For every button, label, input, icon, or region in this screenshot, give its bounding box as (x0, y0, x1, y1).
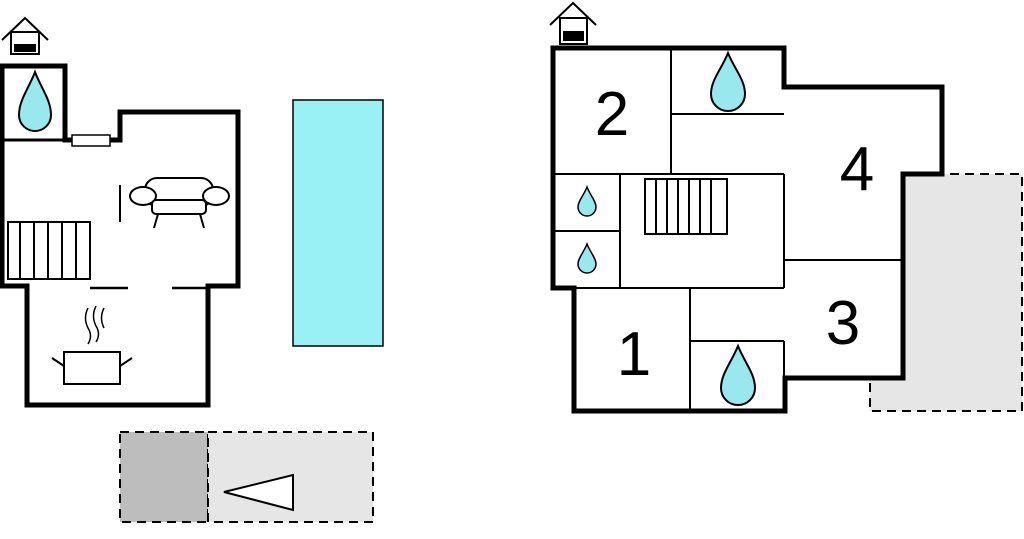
room-label-1: 1 (617, 320, 651, 389)
upper-floor: 2 4 3 1 (549, 1, 1023, 414)
ground-floor (0, 16, 384, 523)
window (71, 134, 111, 147)
house-entrance-icon (1, 16, 49, 55)
water-drop-icon (719, 343, 757, 406)
stairs-icon (644, 178, 728, 235)
parking-area (119, 431, 374, 523)
cooking-pot-icon (51, 305, 133, 385)
water-drop-icon (577, 184, 597, 217)
car-arrow-icon (223, 473, 294, 512)
stairs-icon (7, 221, 91, 280)
water-drop-icon (577, 241, 597, 274)
sofa-icon (129, 177, 230, 229)
house-entrance-icon (549, 1, 597, 45)
room-label-3: 3 (826, 289, 860, 358)
water-drop-icon (17, 69, 53, 132)
room-label-4: 4 (840, 135, 874, 204)
interior-walls (553, 48, 903, 411)
water-drop-icon (709, 50, 747, 112)
swimming-pool (292, 99, 384, 347)
room-label-2: 2 (595, 80, 629, 149)
